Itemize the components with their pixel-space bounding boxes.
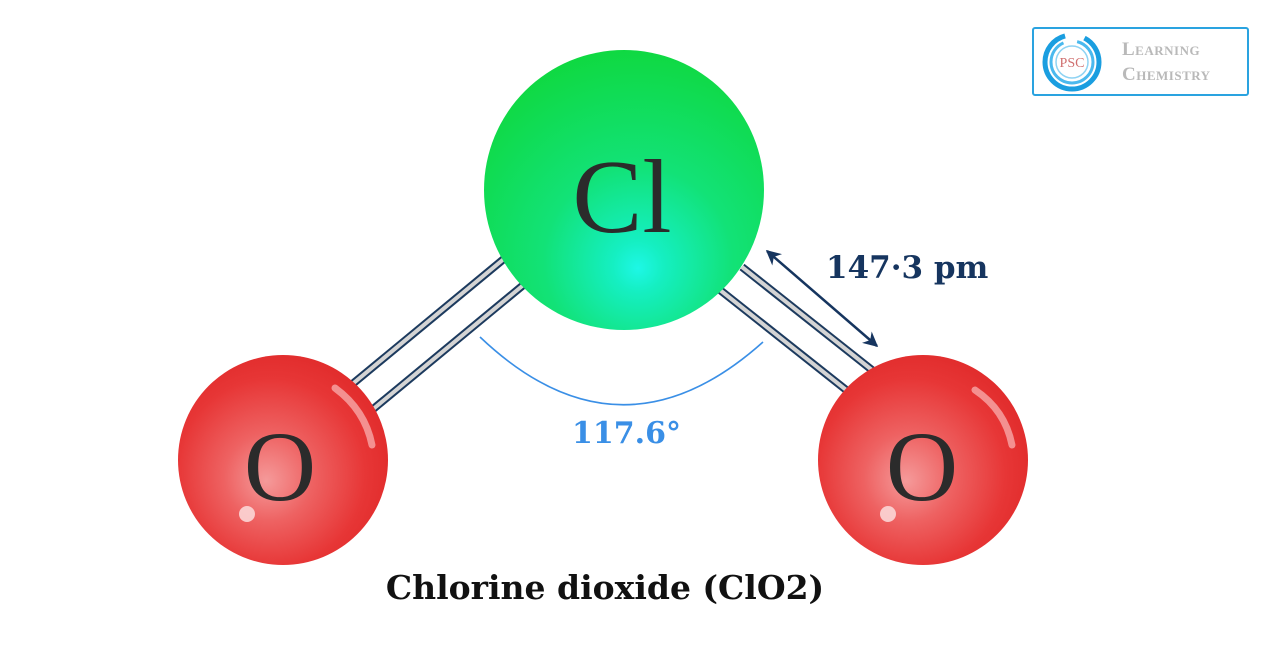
bond-length-label: 147·3 pm: [826, 250, 989, 286]
atom-o-left-label: O: [244, 411, 316, 522]
svg-text:PSC: PSC: [1060, 56, 1085, 71]
bond-cl-o-left: [347, 254, 530, 414]
atom-o-left: O: [178, 355, 388, 565]
psc-learning-chemistry-logo: PSC Learning Chemistry: [1032, 27, 1249, 96]
bond-angle-label: 117.6°: [572, 416, 681, 451]
atom-cl-label: Cl: [572, 138, 671, 255]
bond-length-arrow-icon: [765, 250, 879, 347]
bond-angle-arc: [479, 336, 764, 406]
logo-line-learning: Learning: [1122, 39, 1201, 60]
molecule-name-caption: Chlorine dioxide (ClO2): [385, 568, 825, 607]
atom-o-right: O: [818, 355, 1028, 565]
atom-o-right-label: O: [886, 411, 958, 522]
psc-swirl-logo-icon: PSC: [1042, 32, 1102, 92]
atom-cl: Cl: [484, 50, 764, 330]
logo-line-chemistry: Chemistry: [1122, 64, 1211, 85]
